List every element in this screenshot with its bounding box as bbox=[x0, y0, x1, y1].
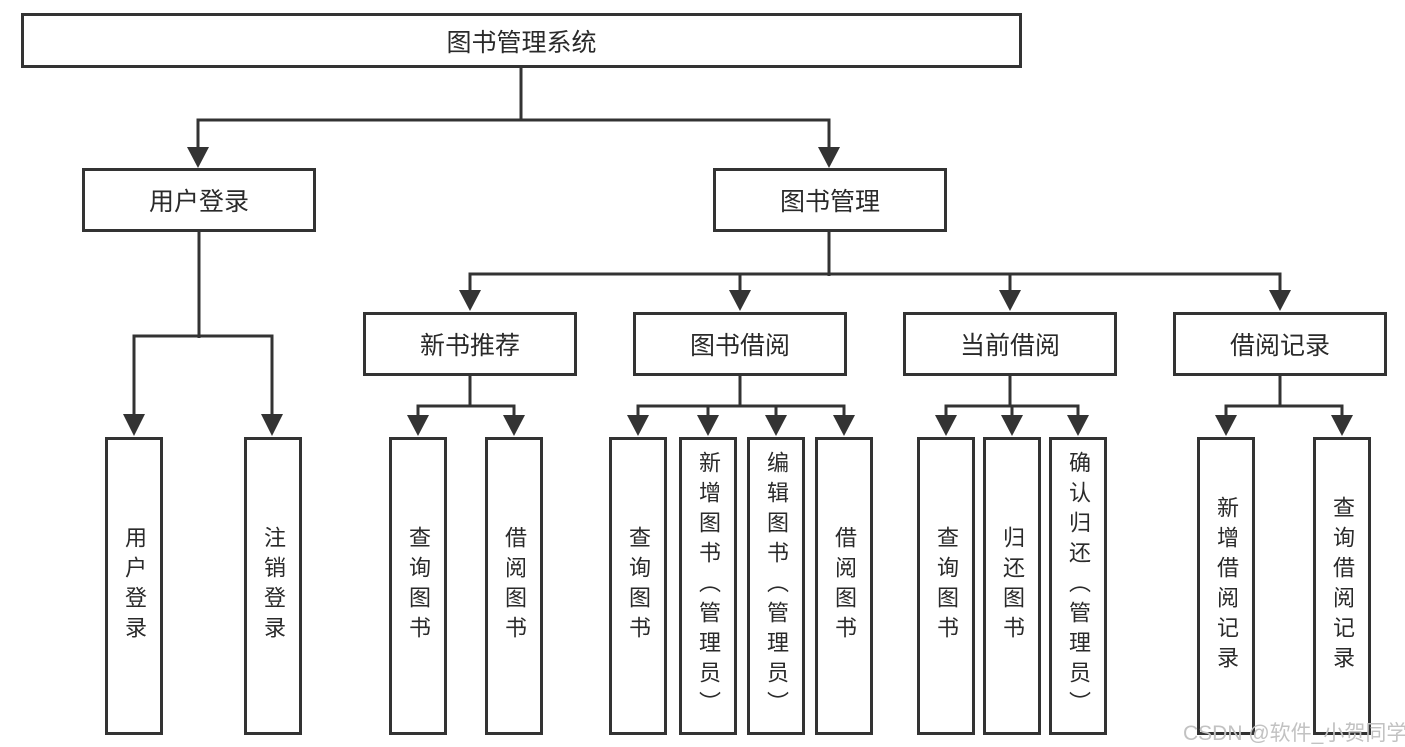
leaf-add-borrow-record: 新增借阅记录 bbox=[1197, 437, 1255, 735]
connector-current-to-leaves bbox=[944, 376, 1080, 416]
leaf-query-borrow-record: 查询借阅记录 bbox=[1313, 437, 1371, 735]
arrowhead bbox=[1215, 415, 1237, 436]
leaf-query-books-newbook: 查询图书 bbox=[389, 437, 447, 735]
arrowhead bbox=[935, 415, 957, 436]
arrowhead bbox=[1001, 415, 1023, 436]
leaf-borrow-books-newbook: 借阅图书 bbox=[485, 437, 543, 735]
arrowhead bbox=[261, 414, 283, 436]
arrowhead bbox=[1269, 290, 1291, 311]
arrowhead bbox=[697, 415, 719, 436]
arrowhead bbox=[833, 415, 855, 436]
arrowhead bbox=[1067, 415, 1089, 436]
csdn-watermark: CSDN @软件_小贺同学 bbox=[1183, 722, 1405, 745]
connector-userlogin-to-leaves bbox=[132, 232, 274, 415]
connector-bookmgmt-to-level3 bbox=[468, 232, 1282, 292]
arrowhead bbox=[1331, 415, 1353, 436]
leaf-query-books-borrow: 查询图书 bbox=[609, 437, 667, 735]
arrowhead bbox=[999, 290, 1021, 311]
node-book-borrow: 图书借阅 bbox=[633, 312, 847, 376]
arrowhead bbox=[818, 147, 840, 168]
node-user-login: 用户登录 bbox=[82, 168, 316, 232]
leaf-confirm-return-admin: 确认归还（管理员） bbox=[1049, 437, 1107, 735]
arrowhead bbox=[459, 290, 481, 311]
arrowhead bbox=[407, 415, 429, 436]
leaf-logout: 注销登录 bbox=[244, 437, 302, 735]
node-current-borrow: 当前借阅 bbox=[903, 312, 1117, 376]
connector-newbook-to-leaves bbox=[416, 376, 516, 416]
connector-root-to-level2 bbox=[196, 67, 831, 148]
node-borrow-records: 借阅记录 bbox=[1173, 312, 1387, 376]
arrowhead bbox=[729, 290, 751, 311]
arrowhead bbox=[765, 415, 787, 436]
node-book-management: 图书管理 bbox=[713, 168, 947, 232]
leaf-user-login: 用户登录 bbox=[105, 437, 163, 735]
arrowhead bbox=[627, 415, 649, 436]
connector-records-to-leaves bbox=[1224, 376, 1344, 416]
leaf-return-books: 归还图书 bbox=[983, 437, 1041, 735]
node-new-book-recommend: 新书推荐 bbox=[363, 312, 577, 376]
connector-borrow-to-leaves bbox=[636, 376, 846, 416]
leaf-query-books-current: 查询图书 bbox=[917, 437, 975, 735]
arrowhead bbox=[123, 414, 145, 436]
node-root: 图书管理系统 bbox=[21, 13, 1022, 68]
arrowhead bbox=[503, 415, 525, 436]
leaf-add-book-admin: 新增图书（管理员） bbox=[679, 437, 737, 735]
arrowhead bbox=[187, 147, 209, 168]
leaf-edit-book-admin: 编辑图书（管理员） bbox=[747, 437, 805, 735]
leaf-borrow-books-borrow: 借阅图书 bbox=[815, 437, 873, 735]
